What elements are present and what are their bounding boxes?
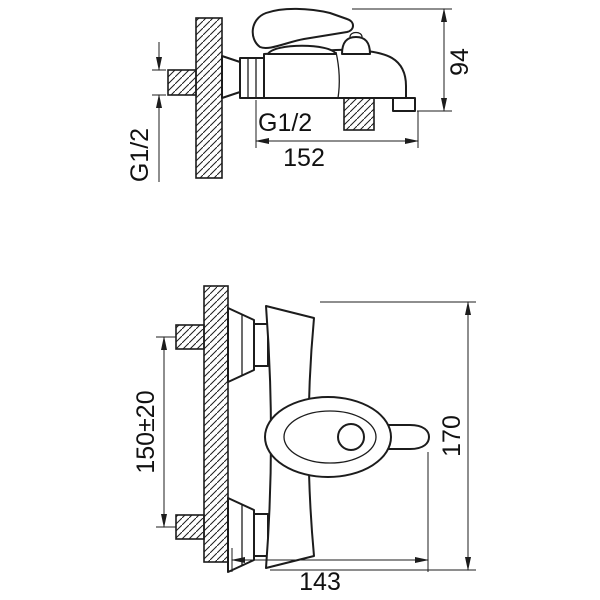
lever-handle-side — [251, 7, 354, 49]
front-view — [175, 285, 430, 573]
dim-94-label: 94 — [446, 48, 474, 76]
diverter-knob — [341, 36, 371, 55]
dim-152-label: 152 — [283, 144, 325, 172]
top-pipe-section — [175, 324, 205, 350]
side-view-dimensions: 94 G1/2 G1/2 152 — [126, 8, 474, 182]
outlet-thread-label: G1/2 — [258, 109, 312, 137]
dim-143-label: 143 — [299, 568, 341, 596]
top-connector-nut — [253, 323, 269, 367]
top-eccentric-flange — [227, 307, 255, 383]
inlet-pipe-section — [167, 69, 197, 96]
cartridge-cap — [267, 44, 337, 55]
spout-junction-line — [335, 51, 340, 99]
front-view-dimensions: 150±20 170 143 — [132, 301, 476, 596]
eccentric-flange-side — [221, 55, 241, 99]
aerator-outlet — [392, 97, 416, 112]
bottom-pipe-section — [175, 514, 205, 540]
cartridge-dome — [337, 423, 365, 451]
shower-outlet-section — [343, 97, 375, 131]
inlet-thread-label: G1/2 — [126, 128, 154, 182]
side-view — [167, 7, 416, 179]
wall-section-side — [195, 17, 223, 179]
dim-150-label: 150±20 — [132, 390, 160, 473]
bottom-connector-nut — [253, 513, 269, 557]
escutcheon-inner — [283, 410, 377, 464]
connector-nut-side — [239, 57, 265, 99]
faucet-body-side — [263, 48, 407, 99]
wall-section-front — [203, 285, 229, 563]
dim-170-label: 170 — [438, 415, 466, 457]
diverter-button — [349, 31, 363, 38]
